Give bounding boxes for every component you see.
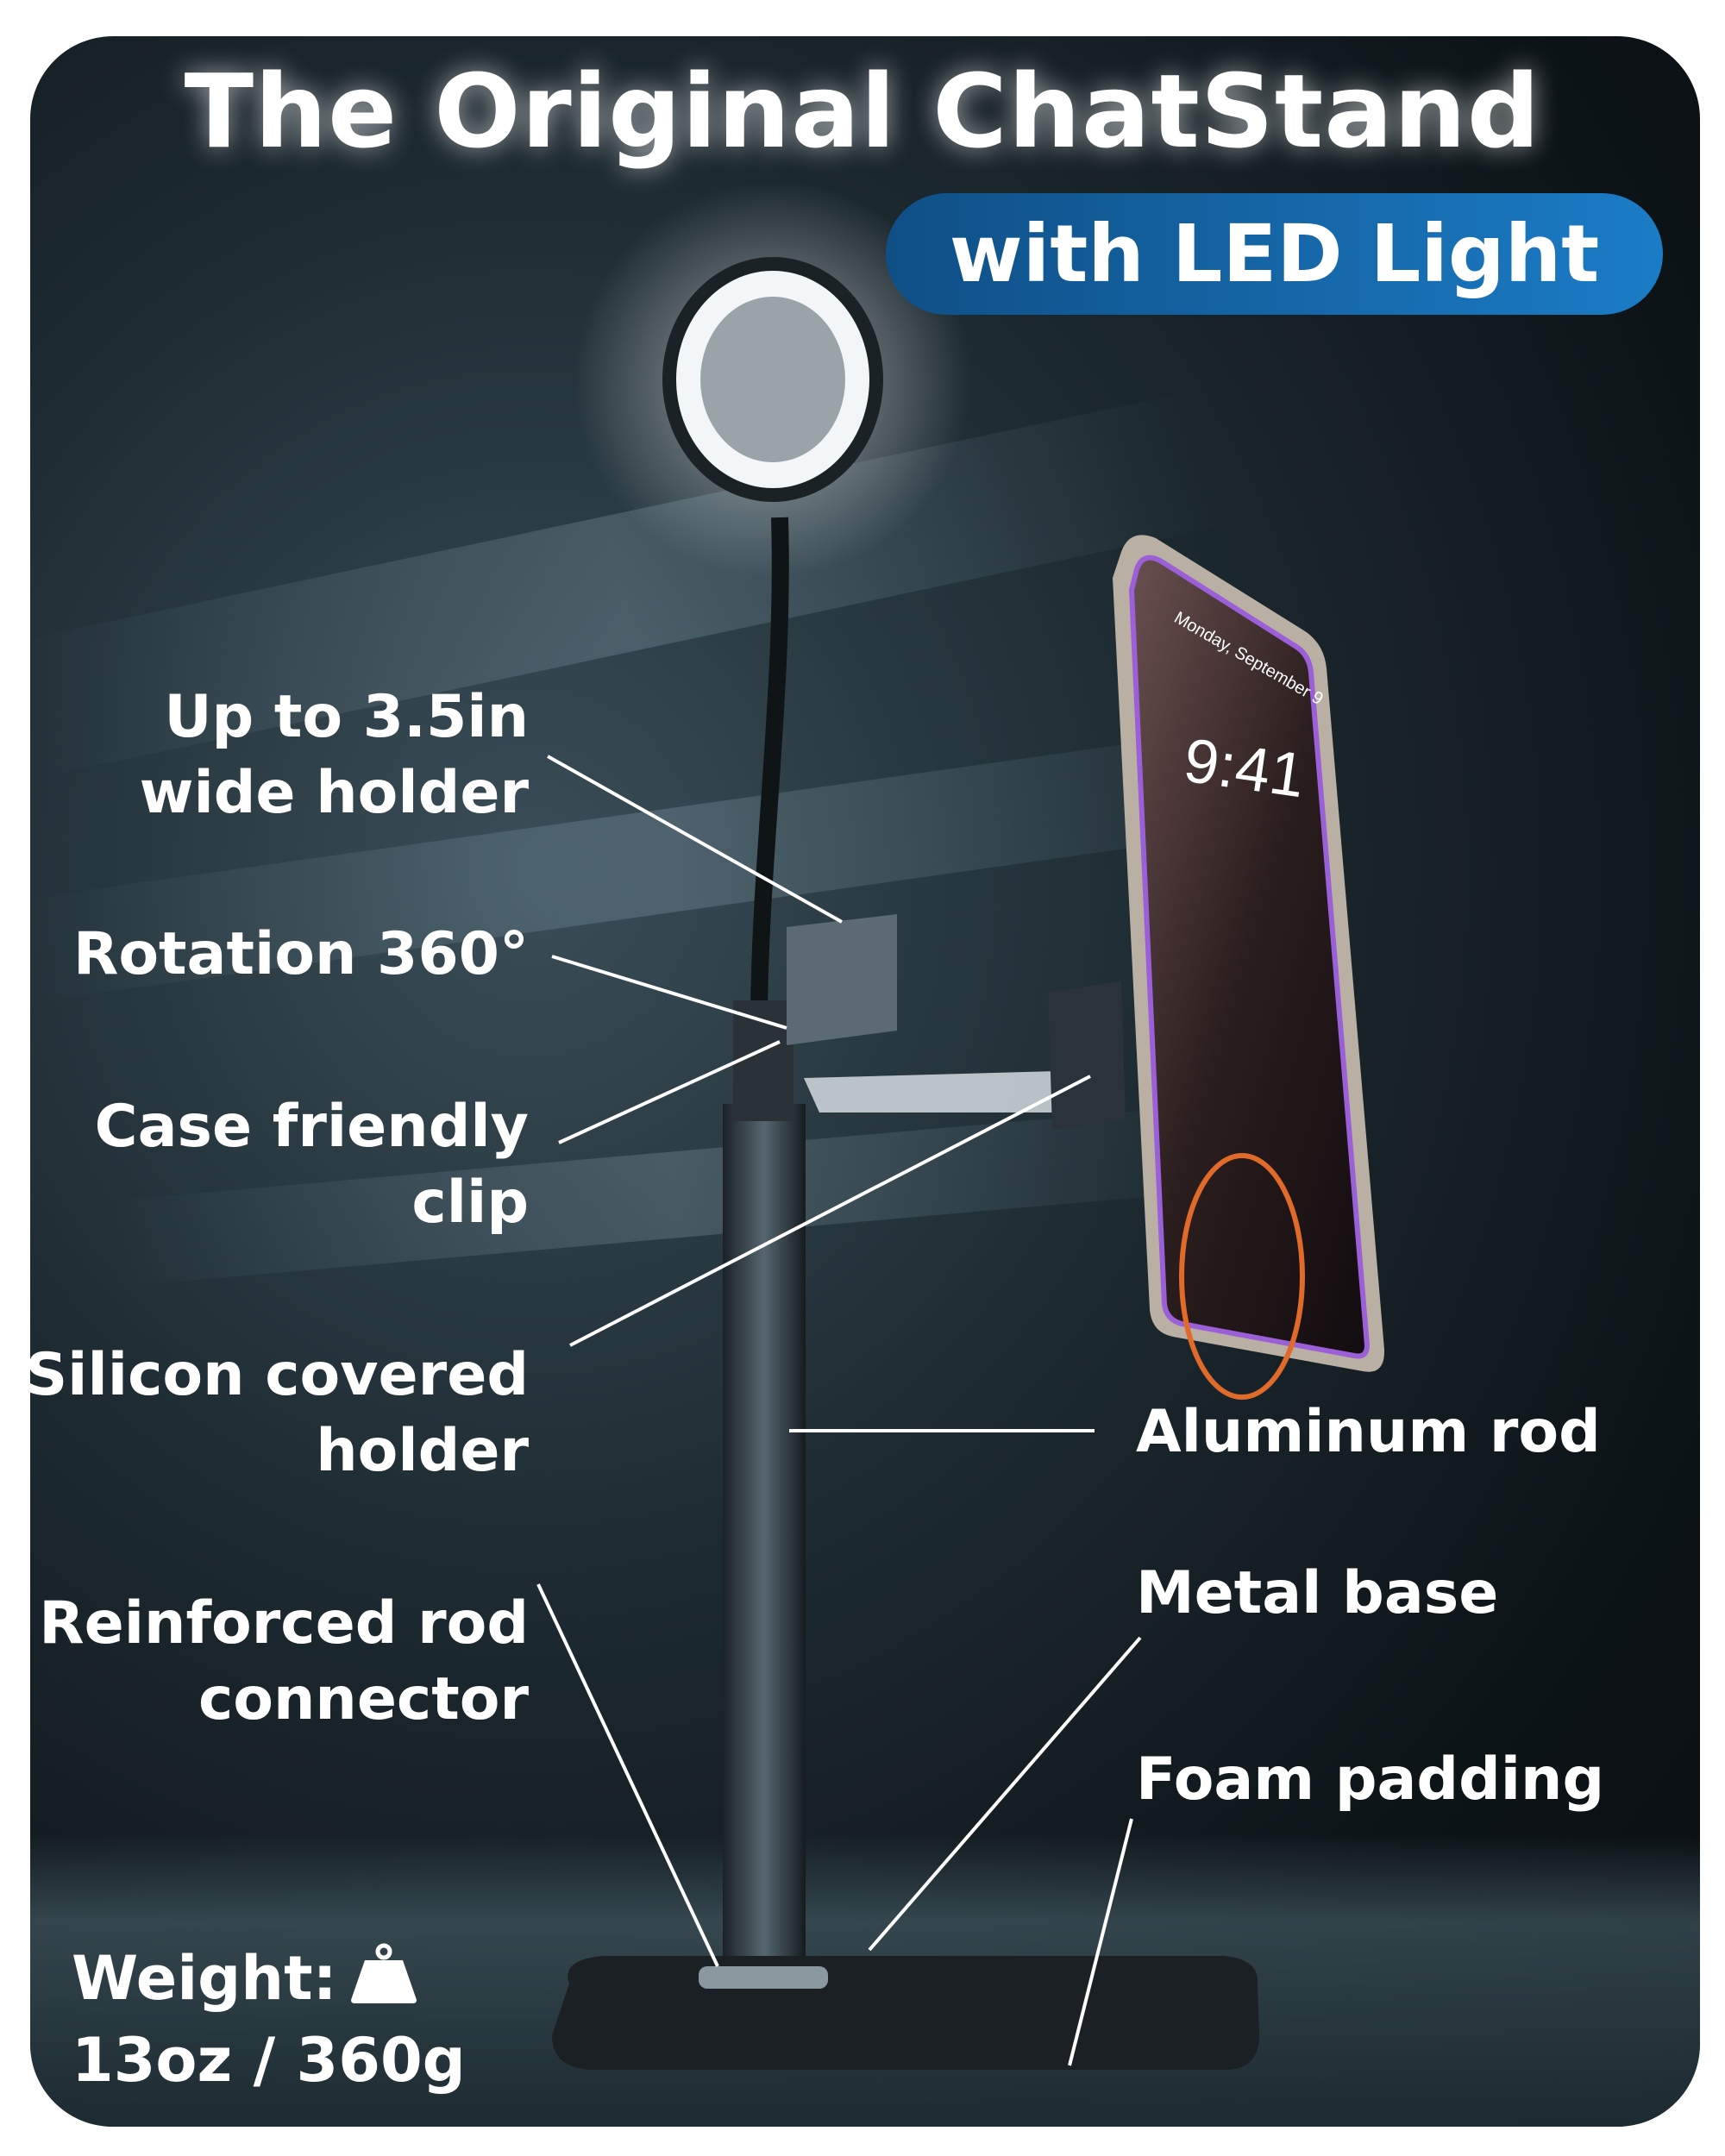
callout-rod-connector: Reinforced rod connector xyxy=(39,1586,529,1738)
callout-line-rotation xyxy=(551,955,787,1030)
callout-text: holder xyxy=(316,1417,529,1485)
callout-text: Up to 3.5in xyxy=(164,683,529,751)
callout-text: Rotation 360° xyxy=(72,920,529,988)
phone-screen xyxy=(1128,555,1371,1359)
wallpaper-arc xyxy=(1179,1153,1305,1400)
callout-text: Reinforced rod xyxy=(39,1589,529,1658)
callout-line-silicon-holder xyxy=(569,1075,1091,1347)
callout-line-case-clip xyxy=(558,1040,781,1144)
weight-value: 13oz / 360g xyxy=(72,2024,466,2096)
callout-text: Silicon covered xyxy=(25,1341,529,1409)
metal-base xyxy=(552,1956,1259,2070)
callout-text: Aluminum rod xyxy=(1136,1398,1601,1466)
weight-label: Weight: xyxy=(72,1943,337,2014)
callout-line-rod-connector xyxy=(536,1583,719,1967)
callout-silicon-holder: Silicon covered holder xyxy=(25,1338,529,1489)
callout-line-holder-width xyxy=(547,755,843,924)
callout-foam-padding: Foam padding xyxy=(1136,1742,1604,1818)
callout-line-metal-base xyxy=(868,1636,1142,1952)
callout-holder-width: Up to 3.5in wide holder xyxy=(140,680,529,831)
phone-holder-clamp xyxy=(787,914,897,1045)
callout-text: Metal base xyxy=(1136,1559,1499,1627)
aluminum-rod xyxy=(723,1104,806,1966)
silicon-holder xyxy=(1048,981,1126,1130)
callout-text: Case friendly xyxy=(94,1093,529,1161)
phone-time: 9:41 xyxy=(1180,726,1309,812)
callout-text: connector xyxy=(198,1665,529,1733)
subtitle-pill: with LED Light xyxy=(886,193,1663,315)
page-title: The Original ChatStand xyxy=(184,52,1541,171)
callout-text: Foam padding xyxy=(1136,1745,1605,1814)
callout-metal-base: Metal base xyxy=(1136,1556,1498,1632)
weight-info: Weight: 13oz / 360g xyxy=(72,1940,466,2098)
ring-light-center xyxy=(700,297,845,462)
rod-base-collar xyxy=(699,1966,828,1989)
weight-icon xyxy=(349,1943,418,2022)
callout-aluminum-rod: Aluminum rod xyxy=(1136,1395,1601,1470)
callout-text: clip xyxy=(411,1169,529,1237)
callout-text: wide holder xyxy=(139,759,529,827)
callout-case-clip: Case friendly clip xyxy=(95,1089,529,1241)
callout-lines xyxy=(536,755,1142,2066)
gooseneck xyxy=(750,517,789,1027)
callout-line-foam-padding xyxy=(1068,1818,1133,2066)
callout-rotation: Rotation 360° xyxy=(73,917,529,993)
